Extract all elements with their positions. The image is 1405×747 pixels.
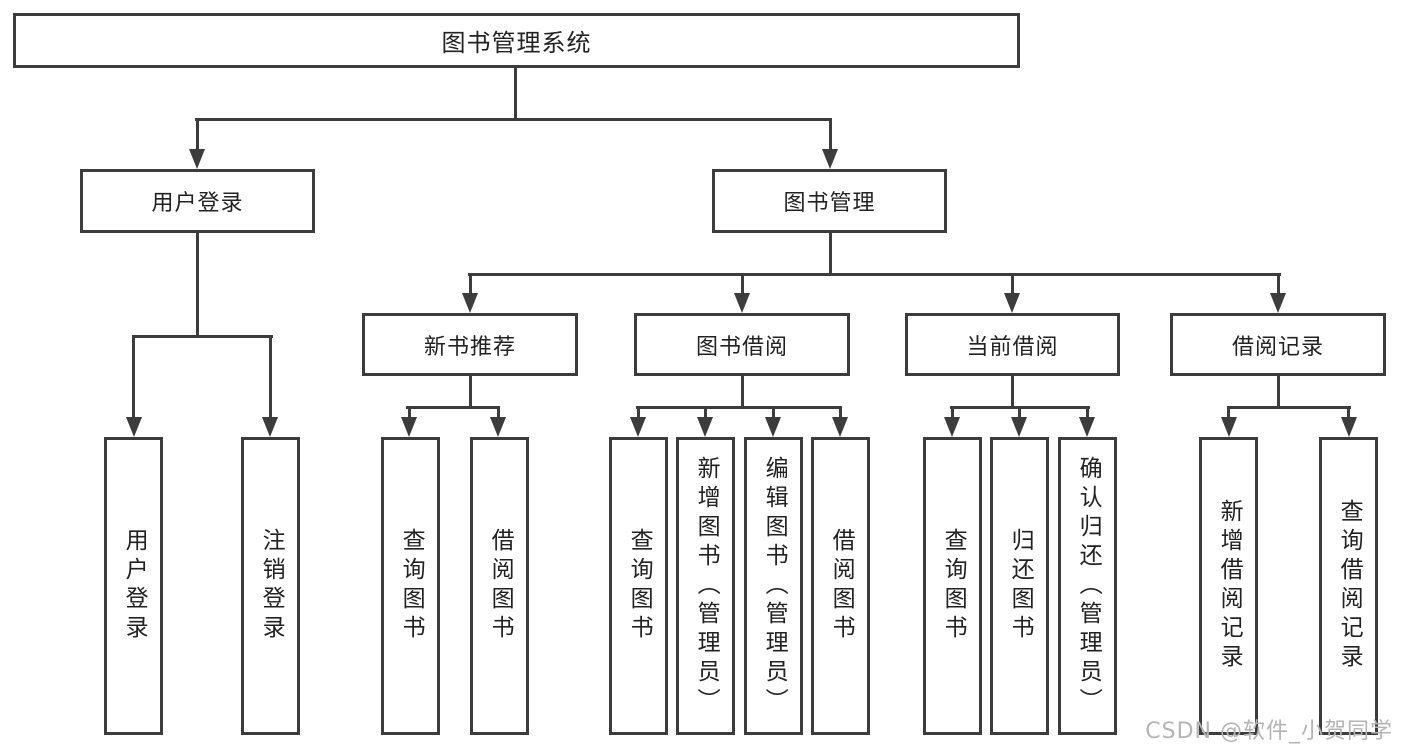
leaf-query-borrow-record: 查询借阅记录 [1319,437,1378,735]
node-book-management: 图书管理 [712,169,947,233]
arrow-down-icon [462,293,478,313]
arrow-down-icon [490,417,506,437]
connector-line [469,273,472,295]
connector-line [132,335,135,419]
watermark-text: CSDN @软件_小贺同学 [1145,719,1393,744]
connector-line [829,233,832,276]
connector-line [406,406,500,409]
connector-line [132,335,273,338]
connector-line [468,273,1281,276]
leaf-user-login: 用户登录 [104,437,163,735]
connector-line [637,406,640,419]
arrow-down-icon [401,417,417,437]
arrow-down-icon [1079,417,1095,437]
connector-line [1018,406,1021,419]
leaf-borrow-books-1: 借阅图书 [470,437,529,735]
connector-line [269,335,272,419]
connector-line [1086,406,1089,419]
connector-line [829,118,832,151]
connector-line [741,376,744,409]
connector-line [839,406,842,419]
connector-line [636,406,842,409]
connector-line [772,406,775,419]
arrow-down-icon [697,417,713,437]
arrow-down-icon [832,417,848,437]
connector-line [1011,273,1014,295]
node-book-borrowing: 图书借阅 [634,313,850,376]
connector-line [196,233,199,338]
arrow-down-icon [262,417,278,437]
arrow-down-icon [630,417,646,437]
node-root: 图书管理系统 [13,13,1020,68]
connector-line [741,273,744,295]
node-borrowing-records: 借阅记录 [1170,313,1386,376]
leaf-edit-books-admin: 编辑图书（管理员） [744,437,803,735]
arrow-down-icon [1270,293,1286,313]
connector-line [951,406,954,419]
connector-line [408,406,411,419]
leaf-return-books: 归还图书 [990,437,1049,735]
connector-line [1227,406,1230,419]
arrow-down-icon [822,149,838,169]
connector-line [514,68,517,121]
leaf-query-books-1: 查询图书 [381,437,440,735]
connector-line [1347,406,1350,419]
node-current-borrowing: 当前借阅 [905,313,1120,376]
arrow-down-icon [734,293,750,313]
leaf-add-books-admin: 新增图书（管理员） [676,437,735,735]
arrow-down-icon [765,417,781,437]
leaf-query-books-3: 查询图书 [923,437,982,735]
leaf-borrow-books-2: 借阅图书 [811,437,870,735]
connector-line [196,118,199,151]
arrow-down-icon [944,417,960,437]
connector-line [1277,273,1280,295]
connector-line [469,376,472,409]
arrow-down-icon [1341,417,1357,437]
arrow-down-icon [189,149,205,169]
connector-line [497,406,500,419]
leaf-query-books-2: 查询图书 [609,437,668,735]
connector-line [1227,406,1351,409]
leaf-add-borrow-record: 新增借阅记录 [1199,437,1258,735]
connector-line [1011,376,1014,409]
node-user-login: 用户登录 [80,169,315,233]
connector-line [1277,376,1280,409]
arrow-down-icon [1221,417,1237,437]
connector-line [704,406,707,419]
connector-line [195,118,832,121]
arrow-down-icon [1004,293,1020,313]
arrow-down-icon [1011,417,1027,437]
node-new-book-recommend: 新书推荐 [362,313,578,376]
arrow-down-icon [126,417,142,437]
leaf-logout: 注销登录 [241,437,300,735]
leaf-confirm-return-admin: 确认归还（管理员） [1058,437,1117,735]
